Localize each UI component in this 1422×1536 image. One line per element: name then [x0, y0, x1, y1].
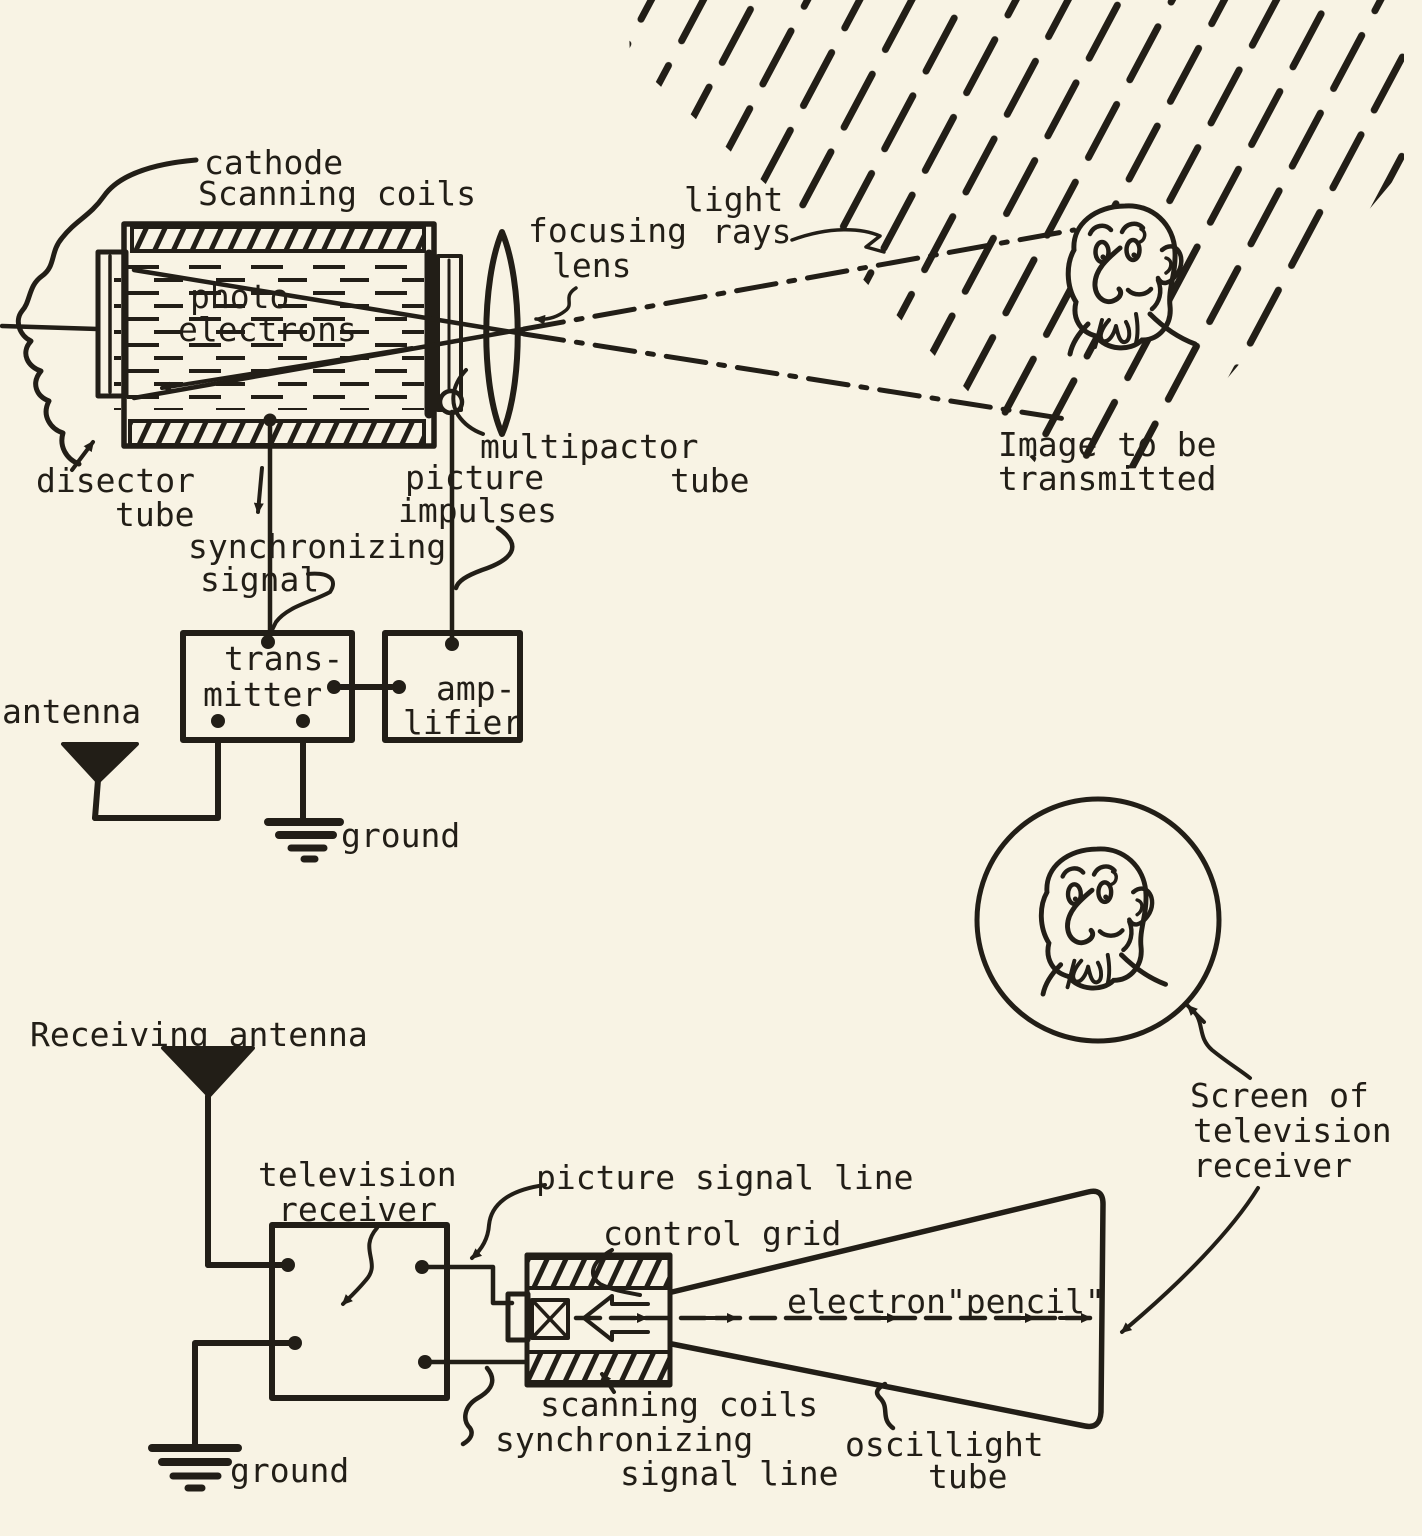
scanning-coil-bottom — [128, 419, 426, 447]
sync-wire-junction-top — [263, 413, 277, 427]
label-amplifier-2: lifier — [403, 703, 522, 742]
amplifier-terminal-top — [445, 637, 459, 651]
label-screen-1: Screen of — [1190, 1076, 1369, 1115]
oscillight-funnel — [669, 1188, 1106, 1430]
transmitter-terminal-left-bottom — [211, 714, 225, 728]
scan-ray-lower — [131, 267, 527, 337]
television-receiver-box — [269, 1222, 450, 1401]
disector-pointer-arrow — [70, 440, 95, 472]
receiver-screen-circle — [974, 796, 1222, 1044]
label-multipactor: multipactor — [480, 427, 699, 466]
label-scanning-coils-top: Scanning coils — [198, 174, 476, 213]
sync-label-pointer — [269, 571, 335, 634]
label-rx-scanning-coils: scanning coils — [540, 1385, 818, 1424]
label-screen-3: receiver — [1193, 1146, 1352, 1185]
label-image-1: Image to be — [998, 425, 1217, 464]
transmitter-section: photo electrons trans- mitter — [0, 0, 1404, 863]
tv-receiver-outline — [269, 1222, 450, 1401]
transmitting-antenna — [61, 739, 221, 821]
receiver-section: Receiving antenna television receiver pi… — [30, 796, 1392, 1496]
label-multipactor-tube: tube — [670, 461, 749, 500]
label-impulses: impulses — [398, 491, 557, 530]
multipactor-bulb — [437, 388, 465, 416]
label-receiving-antenna: Receiving antenna — [30, 1015, 368, 1054]
label-disector-tube: tube — [115, 495, 194, 534]
label-light: light — [684, 180, 783, 219]
multipactor-label-pointer — [451, 368, 485, 436]
screen-pointer-arrowhead — [1186, 1004, 1206, 1024]
label-picture-signal-line: picture signal line — [536, 1158, 914, 1197]
rx-scanning-coil-top — [525, 1256, 672, 1290]
received-image-face — [1041, 849, 1165, 994]
label-transmitter-2: mitter — [203, 675, 322, 714]
label-lens: lens — [552, 246, 631, 285]
disector-tube: photo electrons — [95, 221, 465, 449]
amplifier-terminal-link — [392, 680, 406, 694]
tv-terminal-left-top — [281, 1258, 295, 1272]
gun-cathode-cap — [505, 1291, 531, 1343]
receiver-screen-pointer — [1120, 1186, 1260, 1334]
label-picture: picture — [405, 458, 544, 497]
label-screen-2: television — [1193, 1111, 1392, 1150]
optical-axis-left — [0, 323, 101, 332]
receiving-antenna — [161, 1046, 291, 1268]
label-oscillight: oscillight — [845, 1425, 1044, 1464]
label-rays: rays — [712, 212, 791, 251]
label-image-2: transmitted — [998, 459, 1217, 498]
oscillight-pointer — [874, 1381, 896, 1431]
focusing-lens — [483, 229, 521, 437]
antenna-icon — [61, 742, 139, 784]
label-cathode: cathode — [204, 143, 343, 182]
label-synchronizing: synchronizing — [188, 527, 446, 566]
label-electron-pencil: electron"pencil" — [787, 1282, 1105, 1321]
receiver-ground — [148, 1340, 298, 1492]
label-antenna: antenna — [2, 692, 141, 731]
lens-label-pointer — [534, 286, 578, 325]
light-ray-to-chin — [521, 331, 1075, 423]
transmitter-box: trans- mitter — [180, 630, 355, 743]
label-television: television — [258, 1155, 457, 1194]
glass-envelope-squiggle — [15, 157, 199, 467]
label-disector: disector — [36, 461, 195, 500]
gun-cathode-box — [530, 1298, 570, 1340]
label-ground-bottom: ground — [230, 1451, 349, 1490]
label-ground-top: ground — [341, 816, 460, 855]
rx-sync-pointer — [460, 1365, 495, 1447]
label-transmitter-1: trans- — [224, 639, 343, 678]
light-rays-pointer — [790, 228, 886, 254]
picture-signal-pointer — [470, 1183, 547, 1260]
transmitter-terminal-right-bottom — [296, 714, 310, 728]
picture-signal-wire — [419, 1264, 515, 1306]
receiving-antenna-icon — [161, 1046, 255, 1098]
rx-scanning-coil-bottom — [525, 1350, 672, 1384]
label-control-grid: control grid — [603, 1214, 841, 1253]
transmitter-ground — [264, 737, 344, 863]
scanning-coil-top — [130, 225, 426, 253]
amplifier-box: amp- lifier — [382, 630, 523, 743]
rx-scanning-coils-pointer — [600, 1372, 616, 1394]
screen-label-pointer — [1188, 1006, 1252, 1080]
antenna-lead-wire — [92, 739, 221, 821]
impulses-label-pointer — [453, 525, 515, 591]
antenna-stem — [92, 777, 101, 821]
light-ray-to-forehead — [521, 227, 1077, 332]
label-amplifier-1: amp- — [436, 669, 515, 708]
transmitter-terminal-link — [327, 680, 341, 694]
light-rays-hatch — [628, 0, 1404, 470]
sync-wire-arrow — [253, 466, 264, 514]
label-oscillight-tube: tube — [928, 1457, 1007, 1496]
label-signal: signal — [200, 560, 319, 599]
label-receiver: receiver — [278, 1190, 437, 1229]
label-rx-synchronizing: synchronizing — [495, 1420, 753, 1459]
label-focusing: focusing — [528, 211, 687, 250]
scan-ray-upper — [131, 326, 527, 401]
label-rx-signal-line: signal line — [620, 1454, 839, 1493]
transmitter-terminal-top — [261, 635, 275, 649]
gun-cathode-x2 — [532, 1300, 568, 1338]
receiver-ground-wire — [192, 1340, 298, 1448]
tv-label-pointer — [341, 1226, 379, 1306]
